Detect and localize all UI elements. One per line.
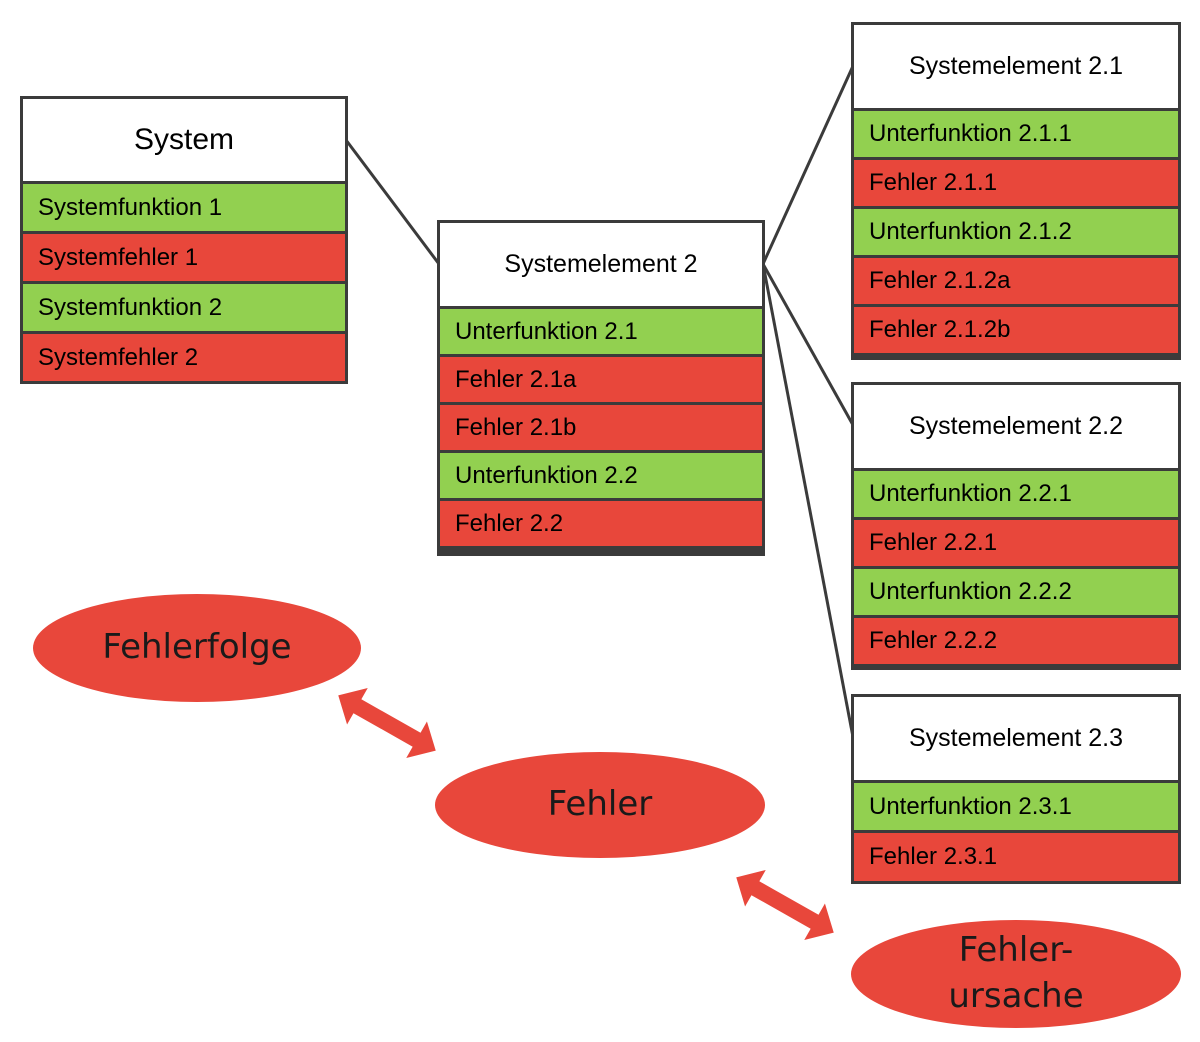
element23-box: Systemelement 2.3 Unterfunktion 2.3.1 Fe… — [851, 694, 1181, 884]
system-failure-1: Systemfehler 1 — [23, 234, 345, 281]
element2-failure-2-1a: Fehler 2.1a — [440, 357, 762, 402]
double-arrow-failure-cause — [736, 869, 834, 941]
element22-failure-2-2-2: Fehler 2.2.2 — [854, 618, 1178, 664]
failure-cause-ellipse: Fehler- ursache — [851, 920, 1181, 1028]
failure-label: Fehler — [547, 784, 653, 825]
failure-cause-line-1: Fehler- — [958, 930, 1074, 971]
failure-cause-label: Fehler- ursache — [948, 928, 1083, 1020]
system-function-1: Systemfunktion 1 — [23, 184, 345, 231]
element21-failure-2-1-2b: Fehler 2.1.2b — [854, 307, 1178, 353]
element22-box: Systemelement 2.2 Unterfunktion 2.2.1 Fe… — [851, 382, 1181, 670]
element2-function-2-1: Unterfunktion 2.1 — [440, 309, 762, 354]
element23-title: Systemelement 2.3 — [854, 697, 1178, 780]
element2-function-2-2: Unterfunktion 2.2 — [440, 453, 762, 498]
link-element2-element21 — [761, 65, 855, 265]
element2-failure-2-1b: Fehler 2.1b — [440, 405, 762, 450]
link-element2-element22 — [761, 263, 855, 426]
failure-effect-label: Fehlerfolge — [102, 627, 292, 668]
element21-box: Systemelement 2.1 Unterfunktion 2.1.1 Fe… — [851, 22, 1181, 360]
element21-title: Systemelement 2.1 — [854, 25, 1178, 108]
element22-function-2-2-1: Unterfunktion 2.2.1 — [854, 471, 1178, 517]
element2-box: Systemelement 2 Unterfunktion 2.1 Fehler… — [437, 220, 765, 556]
system-failure-2: Systemfehler 2 — [23, 334, 345, 381]
element22-title: Systemelement 2.2 — [854, 385, 1178, 468]
system-box: System Systemfunktion 1 Systemfehler 1 S… — [20, 96, 348, 384]
double-arrow-shape — [736, 869, 834, 941]
element22-function-2-2-2: Unterfunktion 2.2.2 — [854, 569, 1178, 615]
element21-function-2-1-1: Unterfunktion 2.1.1 — [854, 111, 1178, 157]
element21-failure-2-1-1: Fehler 2.1.1 — [854, 160, 1178, 206]
system-function-2: Systemfunktion 2 — [23, 284, 345, 331]
link-system-element2 — [344, 139, 441, 265]
double-arrow-effect-failure — [338, 687, 436, 759]
system-title: System — [23, 99, 345, 181]
element22-failure-2-2-1: Fehler 2.2.1 — [854, 520, 1178, 566]
element21-function-2-1-2: Unterfunktion 2.1.2 — [854, 209, 1178, 255]
element23-function-2-3-1: Unterfunktion 2.3.1 — [854, 783, 1178, 830]
element23-failure-2-3-1: Fehler 2.3.1 — [854, 833, 1178, 881]
element2-failure-2-2: Fehler 2.2 — [440, 501, 762, 546]
failure-cause-line-2: ursache — [948, 976, 1084, 1016]
element21-failure-2-1-2a: Fehler 2.1.2a — [854, 258, 1178, 304]
link-element2-element23 — [761, 263, 855, 738]
element2-title: Systemelement 2 — [440, 223, 762, 306]
failure-ellipse: Fehler — [435, 752, 765, 858]
failure-effect-ellipse: Fehlerfolge — [33, 594, 361, 702]
double-arrow-shape — [338, 687, 436, 759]
